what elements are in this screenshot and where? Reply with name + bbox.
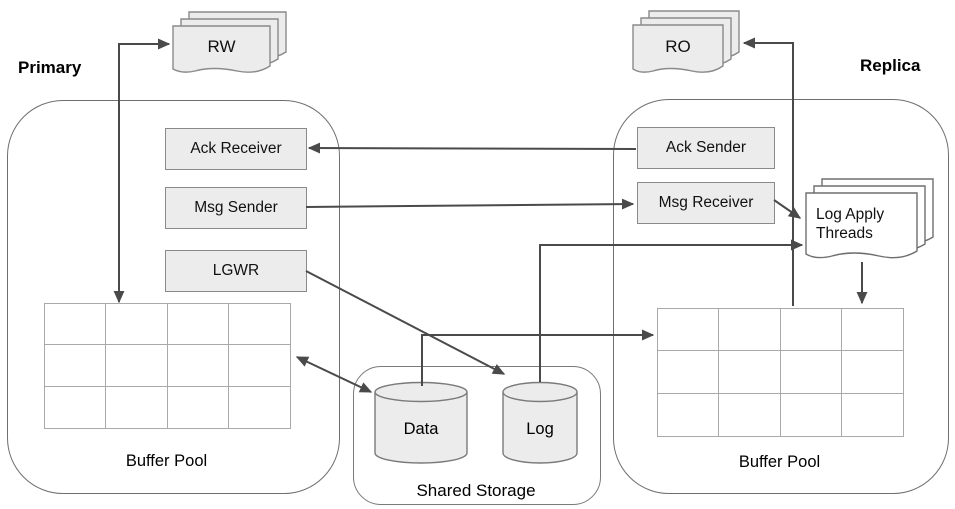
buffer-pool-cell bbox=[228, 304, 290, 346]
log-apply-threads-label: Log Apply Threads bbox=[816, 206, 885, 242]
document-pages-icon bbox=[172, 11, 287, 73]
buffer-pool-cell bbox=[658, 351, 720, 394]
buffer-pool-cell bbox=[841, 351, 903, 394]
buffer-pool-cell bbox=[106, 386, 168, 428]
primary-buffer-pool-grid bbox=[44, 303, 291, 429]
replica-buffer-pool-label: Buffer Pool bbox=[738, 453, 821, 471]
lgwr-box: LGWR bbox=[165, 250, 307, 292]
document-pages-icon bbox=[805, 178, 934, 259]
rw-client-stack: RW bbox=[160, 6, 290, 84]
ack-receiver-box: Ack Receiver bbox=[165, 128, 307, 170]
log-apply-threads-stack: Log Apply Threads bbox=[800, 175, 940, 270]
shared-storage-label: Shared Storage bbox=[416, 481, 536, 500]
replica-label: Replica bbox=[860, 56, 921, 75]
buffer-pool-cell bbox=[167, 304, 229, 346]
arrow-acksender-ackreceiver bbox=[307, 142, 637, 154]
buffer-pool-cell bbox=[658, 393, 720, 436]
buffer-pool-cell bbox=[780, 309, 842, 352]
buffer-pool-cell bbox=[45, 304, 107, 346]
buffer-pool-cell bbox=[719, 393, 781, 436]
lgwr-label: LGWR bbox=[212, 262, 260, 279]
log-disk-label: Log bbox=[526, 420, 554, 438]
data-disk-label: Data bbox=[403, 420, 439, 438]
rw-label: RW bbox=[207, 37, 236, 56]
msg-receiver-box: Msg Receiver bbox=[637, 182, 775, 224]
buffer-pool-cell bbox=[781, 393, 842, 436]
buffer-pool-cell bbox=[841, 309, 903, 352]
ro-label: RO bbox=[665, 36, 691, 56]
buffer-pool-cell bbox=[45, 345, 107, 387]
buffer-pool-cell bbox=[780, 351, 842, 394]
msg-sender-box: Msg Sender bbox=[165, 187, 307, 229]
buffer-pool-cell bbox=[228, 345, 290, 387]
msg-sender-label: Msg Sender bbox=[194, 199, 278, 216]
ack-sender-box: Ack Sender bbox=[637, 127, 775, 169]
ack-sender-label: Ack Sender bbox=[665, 139, 747, 156]
buffer-pool-cell bbox=[719, 309, 781, 352]
buffer-pool-cell bbox=[45, 386, 107, 428]
msg-receiver-label: Msg Receiver bbox=[658, 194, 754, 211]
buffer-pool-cell bbox=[168, 386, 229, 428]
document-pages-icon bbox=[632, 10, 740, 73]
ro-client-stack: RO bbox=[625, 4, 751, 84]
buffer-pool-cell bbox=[229, 387, 290, 428]
buffer-pool-cell bbox=[167, 345, 229, 387]
buffer-pool-cell bbox=[106, 345, 168, 387]
buffer-pool-cell bbox=[106, 304, 168, 346]
primary-label: Primary bbox=[18, 58, 82, 77]
ack-receiver-label: Ack Receiver bbox=[190, 140, 282, 157]
buffer-pool-cell bbox=[658, 309, 720, 352]
buffer-pool-cell bbox=[842, 394, 903, 436]
arrow-msgsender-msgreceiver bbox=[305, 198, 635, 210]
primary-buffer-pool-label: Buffer Pool bbox=[125, 452, 208, 470]
replica-buffer-pool-grid bbox=[657, 308, 904, 437]
buffer-pool-cell bbox=[719, 351, 781, 394]
